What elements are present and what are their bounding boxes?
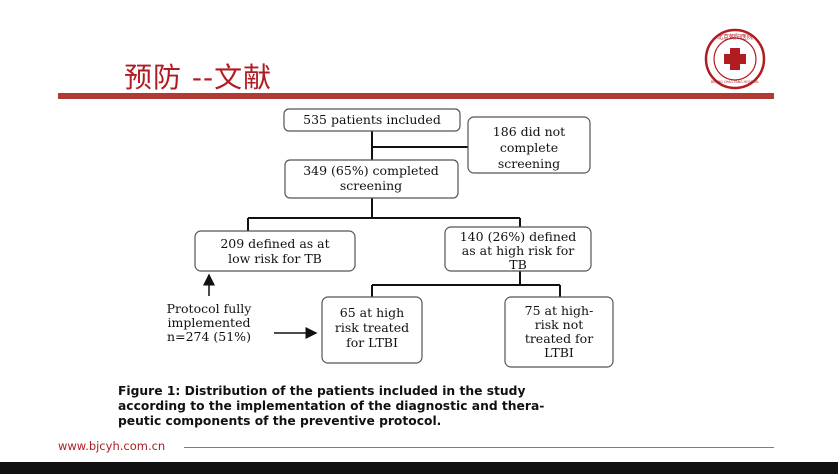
- slide-title: 预防 --文献: [124, 61, 273, 94]
- box-treated: [321, 296, 423, 364]
- box-low-risk: [194, 230, 356, 272]
- treated-line-2: risk treated: [335, 320, 409, 335]
- caption-line-1: Figure 1: Distribution of the patients i…: [118, 384, 526, 398]
- completed-line-2: screening: [340, 178, 402, 193]
- included-line-1: 535 patients included: [303, 112, 441, 127]
- box-included: [283, 108, 461, 132]
- box-high-risk: [444, 226, 592, 272]
- logo-text: 北京朝阳医院: [717, 33, 753, 41]
- protocol-line-3: n=274 (51%): [167, 329, 251, 344]
- box-completed: [284, 159, 459, 199]
- not-treated-line-2: risk not: [535, 317, 584, 332]
- treated-line-3: for LTBI: [346, 335, 398, 350]
- box-not-complete: [467, 116, 591, 174]
- footer-divider: [184, 447, 774, 448]
- protocol-line-1: Protocol fully: [167, 301, 253, 316]
- hospital-logo: 北京朝阳医院 BEIJING CHAO-YANG HOSPITAL: [704, 28, 766, 90]
- not-complete-line-1: 186 did not: [493, 124, 565, 139]
- figure-caption: Figure 1: Distribution of the patients i…: [118, 384, 678, 429]
- flowchart-connectors: [247, 131, 561, 297]
- low-risk-line-1: 209 defined as at: [220, 236, 329, 251]
- not-complete-line-3: screening: [498, 156, 560, 171]
- caption-line-3: peutic components of the preventive prot…: [118, 414, 442, 428]
- completed-line-1: 349 (65%) completed: [303, 163, 439, 178]
- not-complete-line-2: complete: [500, 140, 558, 155]
- box-not-treated: [504, 296, 614, 368]
- footer-url: www.bjcyh.com.cn: [58, 439, 166, 453]
- title-divider: [58, 93, 774, 99]
- low-risk-line-2: low risk for TB: [228, 251, 322, 266]
- logo-subtext: BEIJING CHAO-YANG HOSPITAL: [711, 80, 759, 84]
- not-treated-line-4: LTBI: [544, 345, 574, 360]
- not-treated-line-3: treated for: [525, 331, 593, 346]
- treated-line-1: 65 at high: [340, 305, 404, 320]
- caption-line-2: according to the implementation of the d…: [118, 399, 545, 413]
- high-risk-line-2: as at high risk for: [462, 243, 574, 258]
- not-treated-line-1: 75 at high-: [525, 303, 594, 318]
- high-risk-line-1: 140 (26%) defined: [460, 229, 577, 244]
- high-risk-line-3: TB: [509, 257, 527, 272]
- protocol-line-2: implemented: [168, 315, 251, 330]
- bottom-bar: [0, 462, 838, 474]
